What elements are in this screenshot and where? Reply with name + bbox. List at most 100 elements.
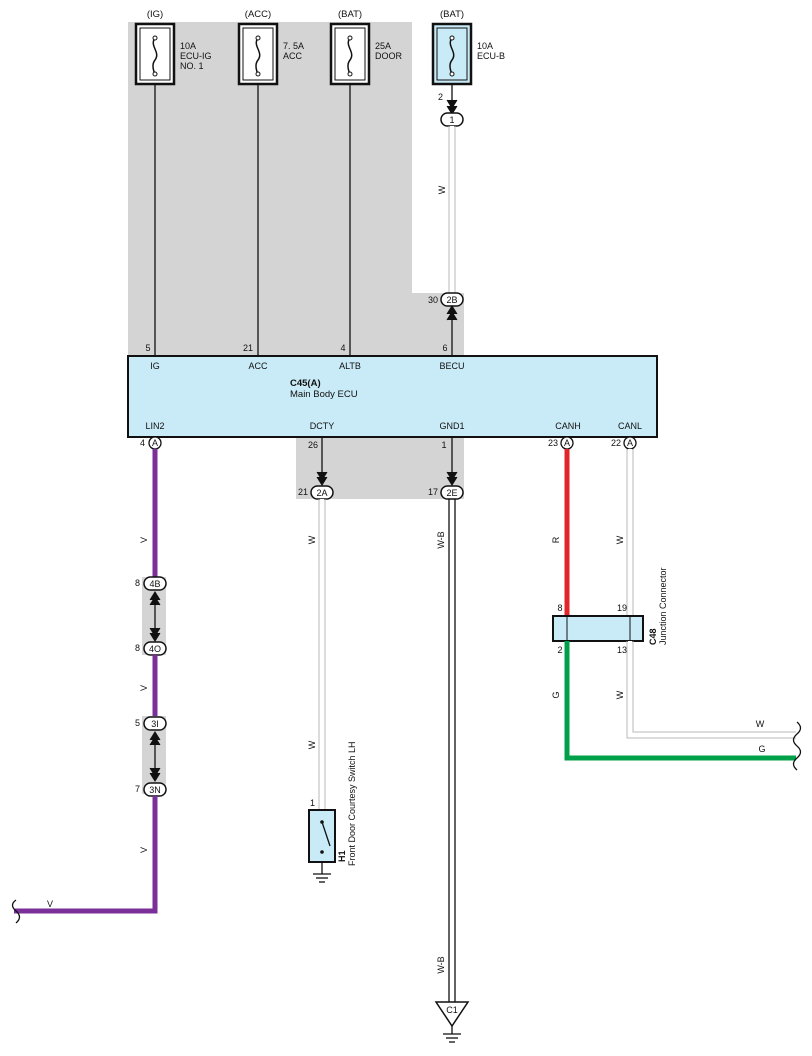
pin-label: BECU [439, 361, 464, 371]
switch-pin: 1 [310, 798, 315, 808]
wire-color-label: W [615, 690, 625, 699]
pin-number: 21 [243, 343, 253, 353]
pin-label: ALTB [339, 361, 361, 371]
wire-color-label: W-B [436, 956, 446, 973]
fuse-ig: (IG) 10A ECU-IG NO. 1 [134, 9, 212, 86]
wire-break-icon [792, 721, 802, 747]
connector-3i [143, 716, 167, 731]
pin-label: DCTY [310, 421, 335, 431]
switch-code: H1 [337, 850, 347, 862]
wire-color-label: V [139, 847, 149, 853]
pin-label: GND1 [439, 421, 464, 431]
junction-name: Junction Connector [658, 567, 668, 645]
switch-name: Front Door Courtesy Switch LH [347, 741, 357, 866]
fuse-name-2: NO. 1 [180, 61, 204, 71]
wire-color-label: G [758, 744, 765, 754]
connector-pin: 5 [135, 718, 140, 728]
wire-color-label: W [756, 719, 765, 729]
connector-4b [143, 576, 167, 591]
connector-id: A [564, 438, 570, 448]
door-courtesy-switch: H1 Front Door Courtesy Switch LH [308, 741, 357, 883]
pin-label: CANL [618, 421, 642, 431]
connector-id: 3N [149, 785, 161, 795]
wire-color-label: V [139, 537, 149, 543]
pin-label: CANH [555, 421, 581, 431]
connector-pin: 7 [135, 784, 140, 794]
fuse-acc: (ACC) 7. 5A ACC [237, 9, 304, 86]
connector-id: A [152, 438, 158, 448]
connector-id: A [627, 438, 633, 448]
junction-pin: 19 [617, 603, 627, 613]
connector-id: 1 [449, 115, 454, 125]
pin-label: LIN2 [145, 421, 164, 431]
wire-color-label: G [551, 691, 561, 698]
fuse-name: ECU-B [477, 51, 505, 61]
pin-number: 22 [611, 438, 621, 448]
fuse-name: ACC [283, 51, 303, 61]
ecu-code: C45(A) [290, 378, 321, 389]
connector-id: 4O [149, 644, 161, 654]
connector-id: 3I [151, 719, 159, 729]
fuse-source: (ACC) [245, 9, 271, 20]
ground-icon [443, 1026, 461, 1043]
pin-number: 4 [340, 343, 345, 353]
connector-pin: 8 [135, 578, 140, 588]
connector-pin: 8 [135, 643, 140, 653]
black-wires [154, 84, 351, 356]
ecu-name: Main Body ECU [290, 389, 358, 400]
connector-id: 2E [446, 488, 457, 498]
fuse-source: (BAT) [440, 9, 464, 20]
connector-id: 2B [446, 295, 457, 305]
pin-label: IG [150, 361, 160, 371]
wire-color-label: R [551, 536, 561, 543]
wire-color-label: V [47, 899, 53, 909]
fuse-source: (BAT) [338, 9, 362, 20]
junction-pin: 2 [557, 645, 562, 655]
pin-number: 6 [442, 343, 447, 353]
fuse-name: ECU-IG [180, 51, 212, 61]
connector-pin: 21 [298, 487, 308, 497]
junction-pin: 13 [617, 645, 627, 655]
ground-id: C1 [446, 1005, 458, 1015]
connector-id: 4B [149, 579, 160, 589]
wire-can: R W 8 19 C48 Junction Connector 2 13 G G… [551, 449, 802, 771]
fuse-name: DOOR [375, 51, 403, 61]
wire-color-label: W-B [436, 531, 446, 548]
connector-2e [440, 485, 464, 500]
pin-number: 26 [308, 440, 318, 450]
fuse-door: (BAT) 25A DOOR [329, 9, 403, 86]
pin-label: ACC [248, 361, 268, 371]
wire-gnd1: 17 2E W-B W-B C1 [428, 437, 470, 1043]
shaded-regions [128, 22, 464, 794]
fuse-rating: 10A [180, 41, 196, 51]
wire-color-label: W [307, 535, 317, 544]
wire-ecub: 2 1 W 2B 30 [428, 84, 464, 356]
junction-code: C48 [648, 628, 658, 645]
connector-pin: 2 [438, 92, 443, 102]
fuse-rating: 25A [375, 41, 391, 51]
wire-lin2: V 8 4B 8 4O V 5 3I 7 3N V V [11, 449, 167, 924]
wire-dcty: 21 2A W W 1 [298, 437, 334, 810]
pin-number: 1 [441, 440, 446, 450]
fuse-ecu-b: (BAT) 10A ECU-B [431, 9, 505, 86]
fuse-source: (IG) [147, 9, 163, 20]
ground-point-icon [434, 1001, 470, 1028]
connector-pin: 17 [428, 487, 438, 497]
wire-break-icon [11, 899, 21, 924]
junction-pin: 8 [557, 603, 562, 613]
wire-color-label: W [307, 740, 317, 749]
ground-icon [313, 873, 331, 883]
fuse-rating: 10A [477, 41, 493, 51]
main-body-ecu: C45(A) Main Body ECU 5 IG 21 ACC 4 ALTB … [127, 343, 658, 438]
wire-color-label: V [139, 685, 149, 691]
connector-id: 2A [316, 488, 327, 498]
wire-color-label: W [615, 535, 625, 544]
wire-break-icon [792, 745, 802, 771]
wire-color-label: W [437, 185, 447, 194]
pin-number: 23 [548, 438, 558, 448]
connector-pin: 30 [428, 295, 438, 305]
pin-number: 4 [140, 438, 145, 448]
junction-connector [552, 615, 644, 642]
pin-number: 5 [145, 343, 150, 353]
